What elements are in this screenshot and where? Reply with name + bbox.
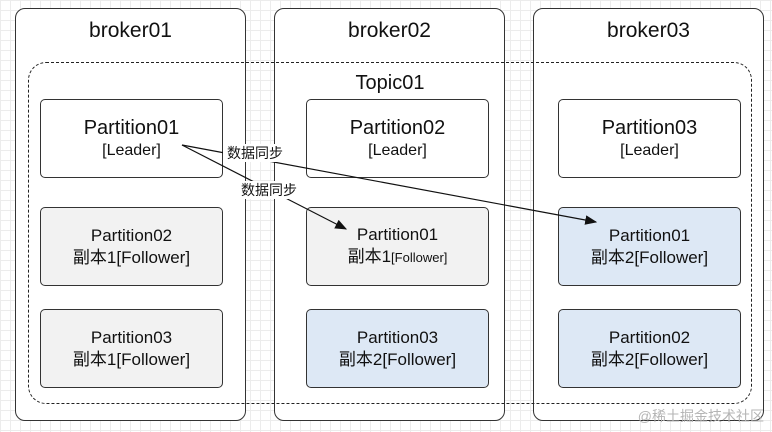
partition-role: [Leader]	[620, 141, 679, 159]
partition-role: 副本2[Follower]	[338, 349, 457, 369]
partition-role: 副本1[Follower]	[348, 246, 448, 269]
partition-box: Partition02 [Leader]	[306, 99, 489, 178]
topic-title: Topic01	[355, 72, 425, 94]
sync-label: 数据同步	[223, 144, 287, 162]
watermark: @稀土掘金技术社区	[637, 408, 764, 424]
topic-group	[28, 62, 752, 404]
partition-name: Partition03	[356, 327, 439, 347]
partition-role: 副本2[Follower]	[590, 349, 709, 369]
partition-name: Partition01	[356, 225, 439, 244]
partition-name: Partition03	[90, 327, 173, 347]
partition-box: Partition02 副本1[Follower]	[40, 207, 223, 286]
broker-title: broker01	[89, 19, 172, 42]
partition-role: 副本2[Follower]	[590, 247, 709, 267]
partition-name: Partition03	[601, 116, 698, 139]
partition-box: Partition03 [Leader]	[558, 99, 741, 178]
partition-name: Partition01	[608, 225, 691, 245]
broker-title: broker02	[348, 19, 431, 42]
partition-box: Partition01 [Leader]	[40, 99, 223, 178]
partition-name: Partition02	[90, 225, 173, 245]
broker-title: broker03	[607, 19, 690, 42]
partition-name: Partition02	[349, 116, 446, 139]
partition-role: 副本1[Follower]	[72, 349, 191, 369]
partition-role: 副本1[Follower]	[72, 247, 191, 267]
partition-role: [Leader]	[368, 141, 427, 159]
partition-name: Partition01	[83, 116, 180, 139]
partition-box: Partition03 副本1[Follower]	[40, 309, 223, 388]
partition-name: Partition02	[608, 327, 691, 347]
sync-label: 数据同步	[237, 181, 301, 199]
partition-box: Partition03 副本2[Follower]	[306, 309, 489, 388]
partition-box: Partition02 副本2[Follower]	[558, 309, 741, 388]
role-prefix: 副本1	[347, 247, 392, 266]
partition-role: [Leader]	[102, 141, 161, 159]
role-suffix: [Follower]	[391, 250, 448, 265]
